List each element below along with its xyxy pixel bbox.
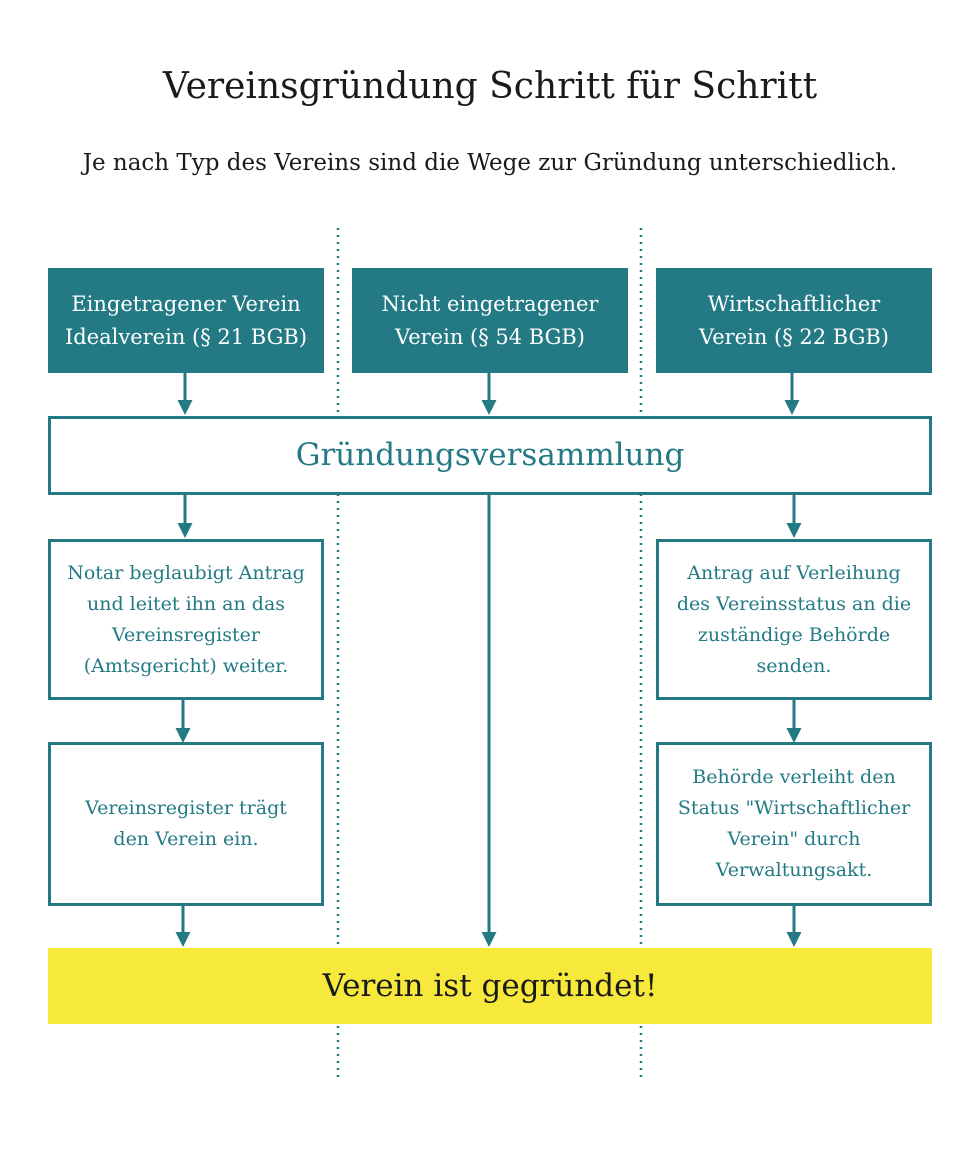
step-line: und leitet ihn an das [86, 592, 286, 615]
final-result-box: Verein ist gegründet! [48, 948, 932, 1024]
step-line: Antrag auf Verleihung [687, 561, 901, 584]
step-notar-box: Notar beglaubigt Antrag und leitet ihn a… [48, 539, 324, 700]
step-antrag-box: Antrag auf Verleihung des Vereinsstatus … [656, 539, 932, 700]
header-eingetragener-verein: Eingetragener Verein Idealverein (§ 21 B… [48, 268, 324, 373]
step-line: Notar beglaubigt Antrag [67, 561, 305, 584]
header-nicht-eingetragener-verein: Nicht eingetragener Verein (§ 54 BGB) [352, 268, 628, 373]
header-line: Verein (§ 54 BGB) [394, 324, 586, 349]
header-line: Nicht eingetragener [381, 291, 599, 316]
header-line: Verein (§ 22 BGB) [698, 324, 890, 349]
step-line: senden. [756, 654, 832, 677]
step-line: Vereinsregister trägt [85, 797, 287, 819]
header-line: Wirtschaftlicher [707, 291, 881, 316]
header-line: Eingetragener Verein [71, 291, 301, 316]
step-vereinsregister-box: Vereinsregister trägt den Verein ein. [48, 742, 324, 906]
step-line: den Verein ein. [113, 828, 259, 850]
page-subtitle: Je nach Typ des Vereins sind die Wege zu… [82, 150, 898, 176]
step-line: Verwaltungsakt. [715, 859, 873, 881]
step-line: Behörde verleiht den [692, 766, 896, 788]
header-wirtschaftlicher-verein: Wirtschaftlicher Verein (§ 22 BGB) [656, 268, 932, 373]
step-behoerde-box: Behörde verleiht den Status "Wirtschaftl… [656, 742, 932, 906]
step-line: Vereinsregister [112, 623, 260, 646]
step-line: Status "Wirtschaftlicher [677, 797, 911, 819]
step-line: Verein" durch [727, 828, 861, 850]
gruendungsversammlung-box: Gründungsversammlung [48, 416, 932, 495]
step-line: (Amtsgericht) weiter. [83, 654, 289, 677]
step-line: zuständige Behörde [697, 623, 891, 646]
header-line: Idealverein (§ 21 BGB) [64, 324, 308, 349]
page-title: Vereinsgründung Schritt für Schritt [162, 66, 818, 107]
step-line: des Vereinsstatus an die [676, 592, 912, 615]
